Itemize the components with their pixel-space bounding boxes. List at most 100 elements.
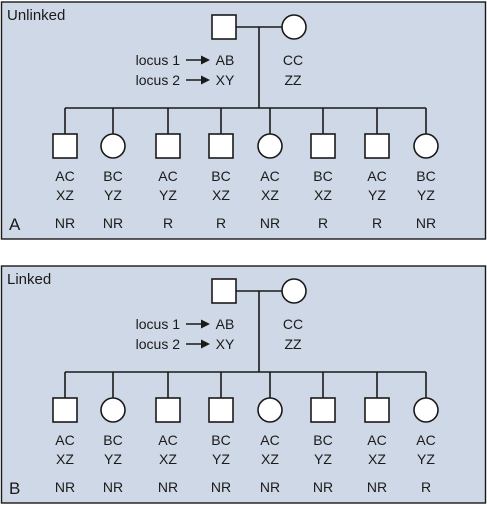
child-locus1-genotype: AC [158, 168, 177, 184]
child-1: AC XZ NR [52, 108, 78, 231]
recombination-status: NR [367, 479, 387, 495]
panel-letter: A [9, 215, 21, 234]
child-locus2-genotype: XZ [368, 451, 386, 467]
father-genotype: XY [216, 336, 235, 352]
child-locus2-genotype: YZ [159, 187, 177, 203]
recombination-status: NR [260, 479, 280, 495]
male-symbol [155, 133, 181, 159]
child-locus2-genotype: XZ [159, 451, 177, 467]
male-symbol [208, 397, 234, 423]
child-8: AC YZ R [413, 372, 439, 495]
male-symbol [155, 397, 181, 423]
child-locus2-genotype: XZ [56, 451, 74, 467]
child-locus1-genotype: AC [55, 432, 74, 448]
recombination-status: NR [313, 479, 333, 495]
recombination-status: NR [103, 215, 123, 231]
child-locus2-genotype: XZ [314, 187, 332, 203]
recombination-status: NR [211, 479, 231, 495]
mother-symbol [281, 278, 307, 304]
child-3: AC XZ NR [155, 372, 181, 495]
panel-letter: B [9, 479, 20, 498]
child-locus2-genotype: YZ [104, 451, 122, 467]
male-symbol [208, 133, 234, 159]
child-locus1-genotype: BC [103, 432, 122, 448]
child-locus1-genotype: AC [158, 432, 177, 448]
child-7: AC XZ NR [364, 372, 390, 495]
mother-symbol [281, 14, 307, 40]
child-3: AC YZ R [155, 108, 181, 231]
recombination-status: R [421, 479, 431, 495]
father-symbol [211, 278, 237, 304]
child-locus1-genotype: BC [211, 432, 230, 448]
child-5: AC XZ NR [257, 372, 283, 495]
male-symbol [364, 133, 390, 159]
child-locus2-genotype: XZ [56, 187, 74, 203]
mother-genotype: ZZ [284, 72, 302, 88]
recombination-status: R [216, 215, 226, 231]
arrow-icon [201, 319, 210, 329]
father-genotype: AB [216, 52, 235, 68]
female-symbol [257, 397, 283, 423]
child-locus1-genotype: BC [416, 168, 435, 184]
recombination-status: NR [103, 479, 123, 495]
arrow-icon [201, 75, 210, 85]
child-6: BC XZ R [310, 108, 336, 231]
child-locus2-genotype: YZ [314, 451, 332, 467]
child-locus1-genotype: AC [367, 432, 386, 448]
arrow-icon [201, 55, 210, 65]
recombination-status: NR [260, 215, 280, 231]
recombination-status: R [372, 215, 382, 231]
panel-title: Linked [7, 271, 51, 288]
female-symbol [257, 133, 283, 159]
child-locus2-genotype: XZ [212, 187, 230, 203]
male-symbol [52, 397, 78, 423]
male-symbol [364, 397, 390, 423]
locus-label: locus 2 [136, 336, 181, 352]
child-locus1-genotype: AC [55, 168, 74, 184]
male-symbol [310, 133, 336, 159]
child-locus1-genotype: BC [313, 168, 332, 184]
child-locus1-genotype: AC [260, 168, 279, 184]
child-locus1-genotype: AC [416, 432, 435, 448]
child-locus1-genotype: AC [260, 432, 279, 448]
father-symbol [211, 14, 237, 40]
panel-title: Unlinked [7, 7, 65, 24]
female-symbol [100, 133, 126, 159]
arrow-icon [201, 339, 210, 349]
mother-genotype: CC [283, 316, 303, 332]
recombination-status: R [163, 215, 173, 231]
child-locus2-genotype: YZ [417, 451, 435, 467]
child-2: BC YZ NR [100, 372, 126, 495]
female-symbol [413, 133, 439, 159]
female-symbol [100, 397, 126, 423]
female-symbol [413, 397, 439, 423]
recombination-status: NR [55, 215, 75, 231]
child-locus1-genotype: BC [211, 168, 230, 184]
locus-label: locus 1 [136, 52, 181, 68]
child-locus1-genotype: BC [103, 168, 122, 184]
child-locus1-genotype: BC [313, 432, 332, 448]
child-2: BC YZ NR [100, 108, 126, 231]
male-symbol [310, 397, 336, 423]
child-4: BC YZ NR [208, 372, 234, 495]
child-locus1-genotype: AC [367, 168, 386, 184]
father-genotype: XY [216, 72, 235, 88]
child-locus2-genotype: YZ [212, 451, 230, 467]
mother-genotype: CC [283, 52, 303, 68]
recombination-status: R [318, 215, 328, 231]
child-4: BC XZ R [208, 108, 234, 231]
child-locus2-genotype: YZ [368, 187, 386, 203]
locus-label: locus 1 [136, 316, 181, 332]
male-symbol [52, 133, 78, 159]
child-locus2-genotype: YZ [104, 187, 122, 203]
child-7: AC YZ R [364, 108, 390, 231]
child-locus2-genotype: XZ [261, 451, 279, 467]
recombination-status: NR [158, 479, 178, 495]
